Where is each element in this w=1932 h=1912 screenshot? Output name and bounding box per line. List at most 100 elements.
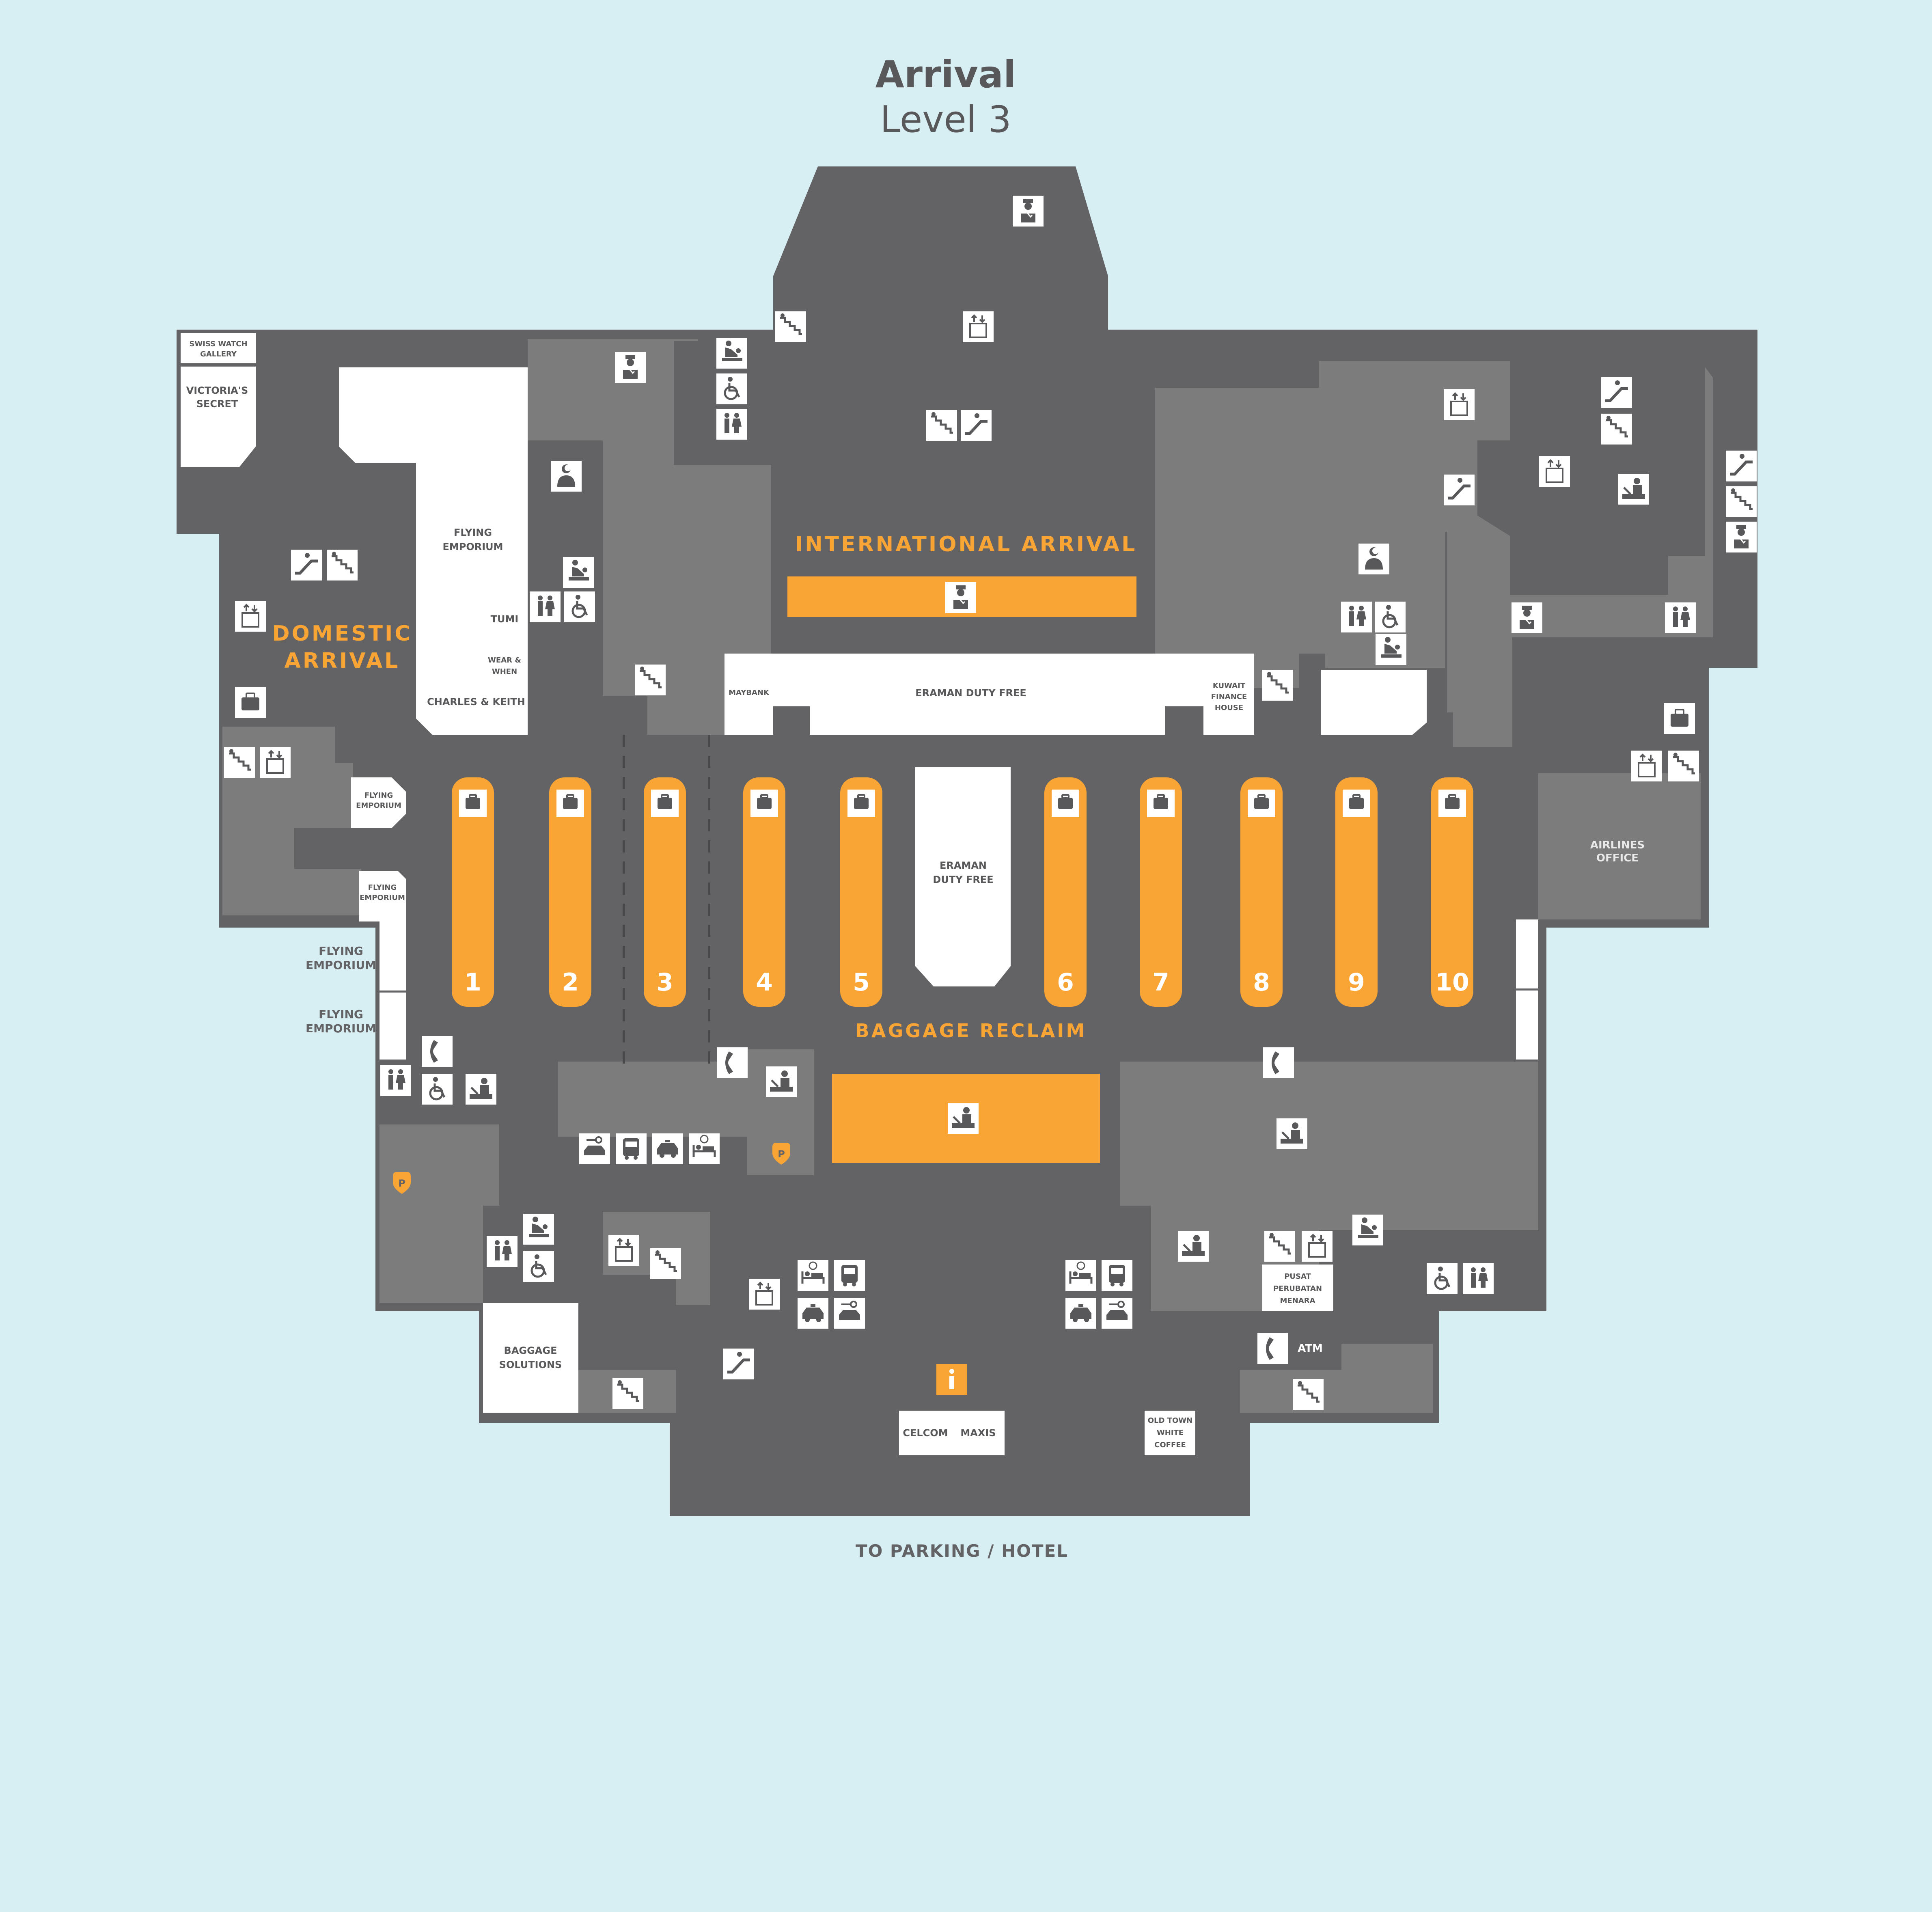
lift-icon bbox=[1444, 389, 1475, 420]
bus-icon bbox=[1102, 1260, 1132, 1291]
taxi-icon bbox=[1065, 1298, 1096, 1329]
shop-victorias-secret[interactable] bbox=[181, 367, 256, 467]
shop-strip-west-2[interactable] bbox=[380, 993, 406, 1060]
shop-celcom[interactable] bbox=[899, 1411, 952, 1455]
baggage-icon bbox=[1154, 794, 1168, 809]
wheelchair-icon bbox=[523, 1251, 554, 1282]
customs-icon bbox=[466, 1074, 496, 1105]
bus-icon bbox=[834, 1260, 865, 1291]
baggage-icon bbox=[1254, 794, 1269, 809]
label-kuwait-1: KUWAIT bbox=[1213, 682, 1246, 690]
zone-international-arrival: INTERNATIONAL ARRIVAL bbox=[795, 532, 1137, 557]
baby-change-icon bbox=[1352, 1215, 1383, 1245]
wheelchair-icon bbox=[422, 1074, 453, 1105]
lift-icon bbox=[1631, 751, 1662, 781]
stairs-icon bbox=[926, 410, 957, 441]
lift-icon bbox=[1302, 1231, 1333, 1262]
escalator-icon bbox=[1444, 475, 1475, 505]
belt-shape bbox=[452, 777, 494, 1007]
label-pusat-1: PUSAT bbox=[1284, 1272, 1311, 1281]
label-wear-when-1: WEAR & bbox=[488, 656, 521, 665]
shop-strip-east-2[interactable] bbox=[1516, 991, 1538, 1060]
toilet-icon bbox=[1463, 1263, 1494, 1294]
baggage-belt-7[interactable]: 7 bbox=[1140, 777, 1182, 1007]
customs-icon bbox=[948, 1103, 979, 1134]
info-icon bbox=[936, 1364, 967, 1395]
telephone-icon bbox=[1257, 1333, 1288, 1364]
baggage-belt-4[interactable]: 4 bbox=[743, 777, 785, 1007]
zone-baggage-reclaim: BAGGAGE RECLAIM bbox=[855, 1020, 1087, 1042]
shop-flying-emporium-small-1[interactable] bbox=[351, 777, 406, 828]
belt-number: 3 bbox=[656, 968, 673, 997]
label-kuwait-2: FINANCE bbox=[1211, 693, 1247, 701]
area-west-mid bbox=[222, 727, 361, 915]
belt-shape bbox=[1335, 777, 1378, 1007]
shop-strip-west-1[interactable] bbox=[380, 921, 406, 991]
belt-number: 8 bbox=[1253, 968, 1270, 997]
label-victorias-secret-2: SECRET bbox=[196, 398, 238, 410]
baggage-belt-3[interactable]: 3 bbox=[644, 777, 686, 1007]
stairs-icon bbox=[1726, 486, 1757, 517]
customs-icon bbox=[1276, 1118, 1307, 1149]
belt-shape bbox=[1431, 777, 1473, 1007]
area-center-left bbox=[558, 1049, 814, 1175]
shop-flying-emporium-main[interactable] bbox=[339, 367, 528, 735]
baggage-icon bbox=[1058, 794, 1073, 809]
shop-east-white[interactable] bbox=[1321, 670, 1427, 735]
toilet-icon bbox=[1665, 602, 1696, 633]
shop-flying-emporium-small-2[interactable] bbox=[359, 871, 406, 921]
telephone-icon bbox=[1263, 1047, 1294, 1078]
baggage-belt-2[interactable]: 2 bbox=[549, 777, 591, 1007]
shop-tumi[interactable] bbox=[481, 595, 528, 641]
customs-icon bbox=[1618, 474, 1649, 505]
baggage-belt-6[interactable]: 6 bbox=[1044, 777, 1087, 1007]
baggage-icon bbox=[757, 794, 772, 809]
stairs-icon bbox=[635, 665, 666, 695]
belt-number: 6 bbox=[1057, 968, 1074, 997]
area-west-low bbox=[380, 1124, 499, 1303]
label-maybank: MAYBANK bbox=[729, 688, 770, 697]
label-fe-small-2a: FLYING bbox=[368, 883, 397, 892]
shop-eraman-duty-free-top[interactable] bbox=[773, 654, 1203, 735]
zone-domestic-arrival-line2: ARRIVAL bbox=[285, 649, 400, 673]
label-maxis: MAXIS bbox=[960, 1427, 996, 1439]
shop-maxis[interactable] bbox=[952, 1411, 1005, 1455]
baggage-icon bbox=[1445, 794, 1460, 809]
label-atm: ATM bbox=[1298, 1342, 1323, 1355]
shop-kuwait-finance[interactable] bbox=[1203, 654, 1254, 735]
stairs-icon bbox=[1264, 1231, 1295, 1262]
taxi-icon bbox=[652, 1133, 683, 1164]
shop-wear-when[interactable] bbox=[481, 641, 528, 686]
shop-maybank[interactable] bbox=[724, 654, 773, 735]
baggage-belt-9[interactable]: 9 bbox=[1335, 777, 1378, 1007]
immigration-icon bbox=[615, 352, 646, 383]
baggage-belt-5[interactable]: 5 bbox=[840, 777, 882, 1007]
shop-strip-east-1[interactable] bbox=[1516, 919, 1538, 988]
label-old-town-3: COFFEE bbox=[1154, 1441, 1186, 1449]
stairs-icon bbox=[1262, 670, 1293, 701]
belt-number: 5 bbox=[853, 968, 870, 997]
belt-shape bbox=[1240, 777, 1283, 1007]
shop-baggage-solutions[interactable] bbox=[483, 1303, 578, 1413]
belt-number: 2 bbox=[562, 968, 579, 997]
label-airlines-1: AIRLINES bbox=[1590, 839, 1645, 851]
baggage-belt-1[interactable]: 1 bbox=[452, 777, 494, 1007]
taxi-icon bbox=[798, 1298, 828, 1329]
parking-icon: P bbox=[393, 1172, 411, 1194]
baggage-belt-8[interactable]: 8 bbox=[1240, 777, 1283, 1007]
shop-swiss-watch[interactable] bbox=[181, 333, 256, 363]
shop-old-town[interactable] bbox=[1145, 1411, 1195, 1455]
prayer-room-icon bbox=[1358, 544, 1389, 574]
page-title: Arrival bbox=[875, 53, 1016, 96]
svg-text:P: P bbox=[778, 1148, 785, 1160]
label-fe-out-2a: FLYING bbox=[319, 1008, 363, 1021]
shop-eraman-duty-free-centre[interactable] bbox=[915, 767, 1011, 986]
telephone-icon bbox=[422, 1036, 453, 1067]
baggage-icon bbox=[466, 794, 480, 809]
label-fe-small-1a: FLYING bbox=[364, 791, 393, 800]
baggage-belt-10[interactable]: 10 bbox=[1431, 777, 1473, 1007]
level-subtitle: Level 3 bbox=[880, 98, 1011, 141]
shop-pusat-perubatan[interactable] bbox=[1262, 1265, 1333, 1311]
label-baggage-solutions-2: SOLUTIONS bbox=[499, 1359, 562, 1370]
